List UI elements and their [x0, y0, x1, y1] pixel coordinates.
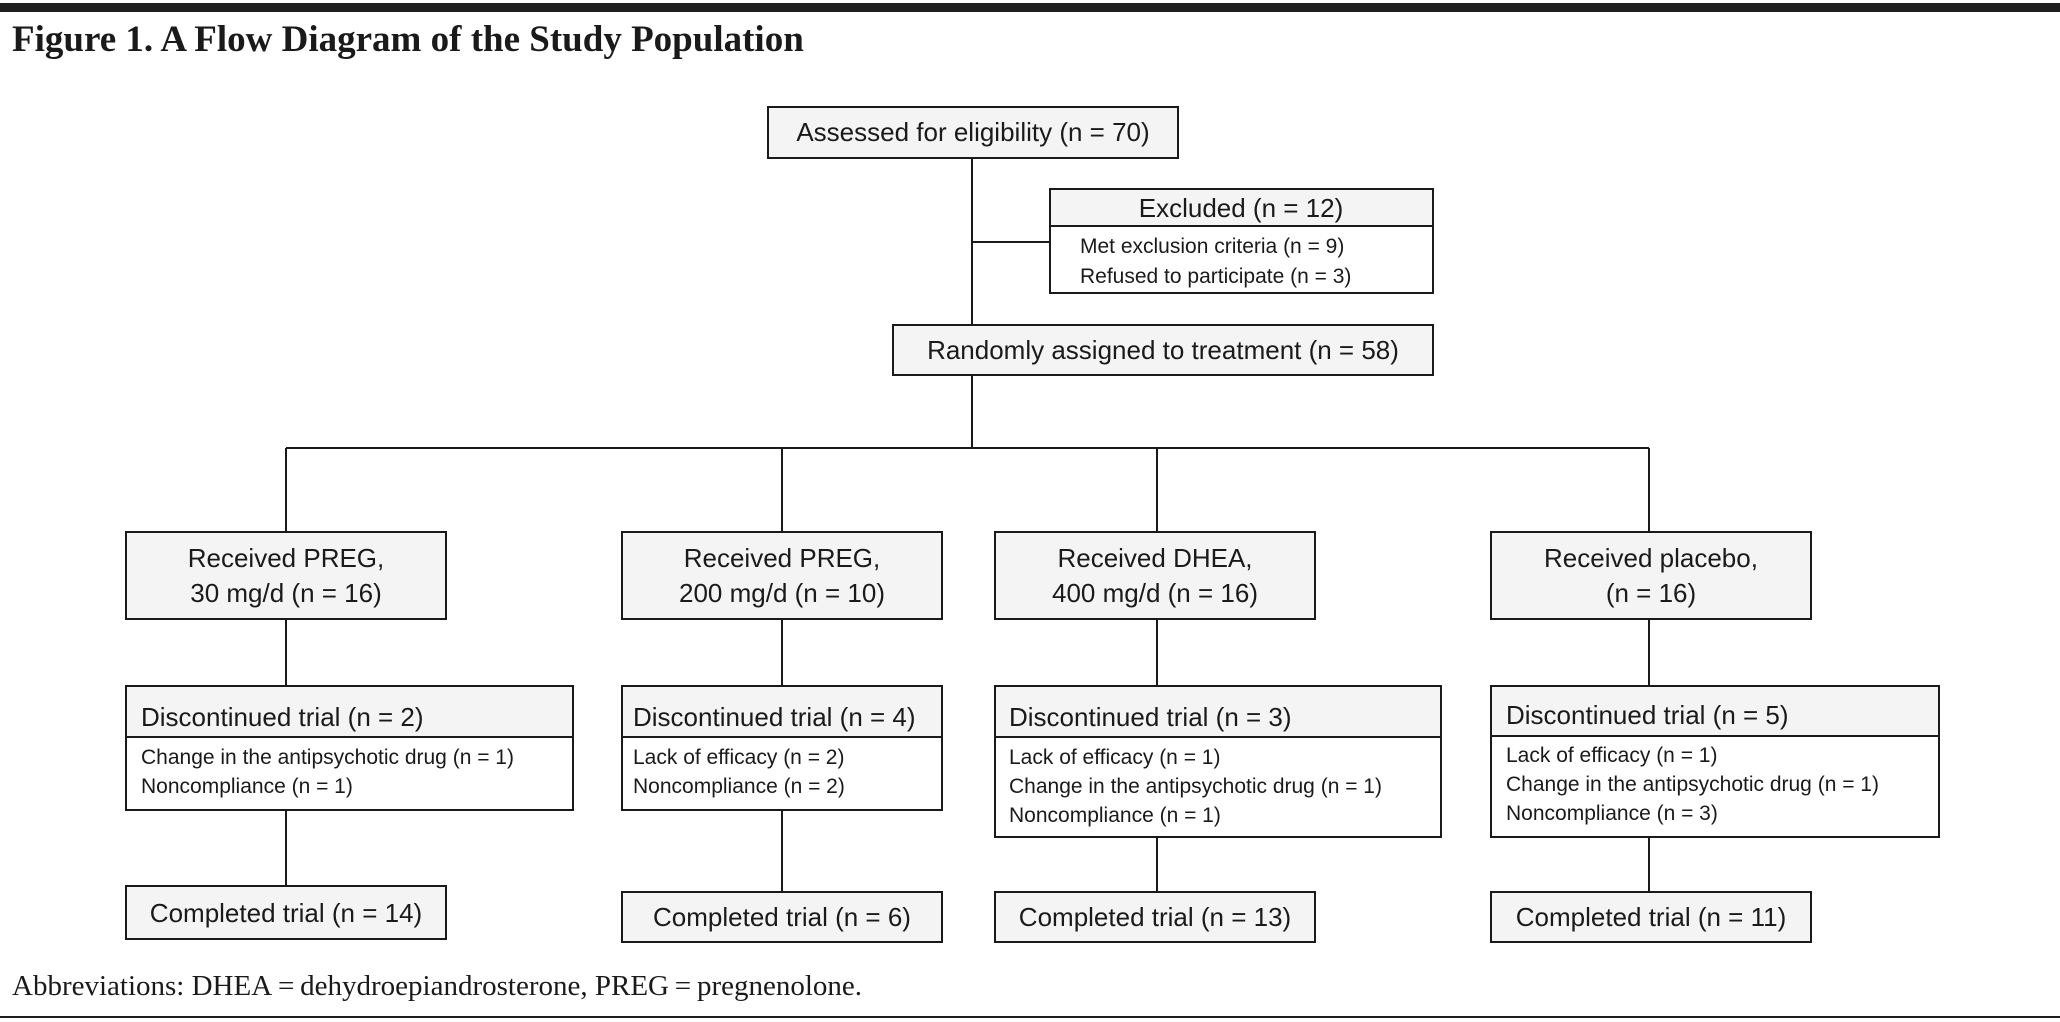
randomized-box: Randomly assigned to treatment (n = 58)	[892, 324, 1434, 376]
discontinued-header: Discontinued trial (n = 4)	[633, 702, 916, 732]
randomized-label: Randomly assigned to treatment (n = 58)	[927, 335, 1399, 365]
excluded-reason: Refused to participate (n = 3)	[1080, 265, 1351, 288]
discontinued-reason: Noncompliance (n = 2)	[633, 775, 845, 798]
received-label-line-1: Received DHEA,	[1057, 543, 1252, 573]
received-box-arm-3: Received DHEA, 400 mg/d (n = 16)	[994, 531, 1316, 620]
assessed-label: Assessed for eligibility (n = 70)	[796, 117, 1149, 147]
received-label-line-2: 200 mg/d (n = 10)	[679, 578, 885, 608]
excluded-reason: Met exclusion criteria (n = 9)	[1080, 235, 1344, 258]
received-label-line-2: (n = 16)	[1606, 578, 1696, 608]
discontinued-header: Discontinued trial (n = 3)	[1009, 702, 1292, 732]
received-label-line-1: Received PREG,	[684, 543, 881, 573]
received-label-line-2: 30 mg/d (n = 16)	[190, 578, 382, 608]
discontinued-box-arm-1: Discontinued trial (n = 2) Change in the…	[125, 685, 574, 811]
arm-2: Received PREG, 200 mg/d (n = 10) Discont…	[621, 531, 943, 943]
completed-label: Completed trial (n = 14)	[150, 898, 422, 928]
discontinued-reason: Change in the antipsychotic drug (n = 1)	[1009, 775, 1382, 798]
completed-label: Completed trial (n = 11)	[1516, 902, 1786, 932]
received-label-line-1: Received PREG,	[188, 543, 385, 573]
bottom-rule	[0, 1016, 2060, 1018]
excluded-header: Excluded (n = 12)	[1139, 193, 1344, 223]
discontinued-header: Discontinued trial (n = 2)	[141, 702, 424, 732]
arm-3: Received DHEA, 400 mg/d (n = 16) Discont…	[994, 531, 1442, 943]
completed-label: Completed trial (n = 13)	[1019, 902, 1291, 932]
discontinued-reason: Noncompliance (n = 1)	[1009, 804, 1221, 827]
discontinued-reason: Lack of efficacy (n = 2)	[633, 746, 844, 769]
completed-box-arm-1: Completed trial (n = 14)	[125, 885, 447, 940]
discontinued-reason: Noncompliance (n = 1)	[141, 775, 353, 798]
discontinued-reason: Change in the antipsychotic drug (n = 1)	[1506, 773, 1879, 796]
discontinued-reason: Change in the antipsychotic drug (n = 1)	[141, 746, 514, 769]
received-box-arm-4: Received placebo, (n = 16)	[1490, 531, 1812, 620]
discontinued-box-arm-4: Discontinued trial (n = 5) Lack of effic…	[1490, 685, 1940, 838]
received-box-arm-1: Received PREG, 30 mg/d (n = 16)	[125, 531, 447, 620]
discontinued-header: Discontinued trial (n = 5)	[1506, 700, 1789, 730]
discontinued-reason: Lack of efficacy (n = 1)	[1009, 746, 1220, 769]
discontinued-box-arm-2: Discontinued trial (n = 4) Lack of effic…	[621, 685, 943, 811]
discontinued-reason: Noncompliance (n = 3)	[1506, 802, 1718, 825]
connector-lines	[285, 158, 1650, 892]
completed-box-arm-2: Completed trial (n = 6)	[621, 891, 943, 943]
received-label-line-1: Received placebo,	[1544, 543, 1758, 573]
top-rule	[0, 3, 2060, 12]
assessed-box: Assessed for eligibility (n = 70)	[767, 106, 1179, 159]
completed-box-arm-4: Completed trial (n = 11)	[1490, 891, 1812, 943]
figure-footnote: Abbreviations: DHEA = dehydroepiandroste…	[12, 970, 863, 1002]
completed-box-arm-3: Completed trial (n = 13)	[994, 891, 1316, 943]
completed-label: Completed trial (n = 6)	[653, 902, 911, 932]
discontinued-box-arm-3: Discontinued trial (n = 3) Lack of effic…	[994, 685, 1442, 838]
received-box-arm-2: Received PREG, 200 mg/d (n = 10)	[621, 531, 943, 620]
arm-1: Received PREG, 30 mg/d (n = 16) Disconti…	[125, 531, 574, 940]
received-label-line-2: 400 mg/d (n = 16)	[1052, 578, 1258, 608]
discontinued-reason: Lack of efficacy (n = 1)	[1506, 744, 1717, 767]
excluded-box: Excluded (n = 12) Met exclusion criteria…	[1049, 188, 1434, 294]
figure-title: Figure 1. A Flow Diagram of the Study Po…	[12, 19, 804, 60]
arm-4: Received placebo, (n = 16) Discontinued …	[1490, 531, 1940, 943]
